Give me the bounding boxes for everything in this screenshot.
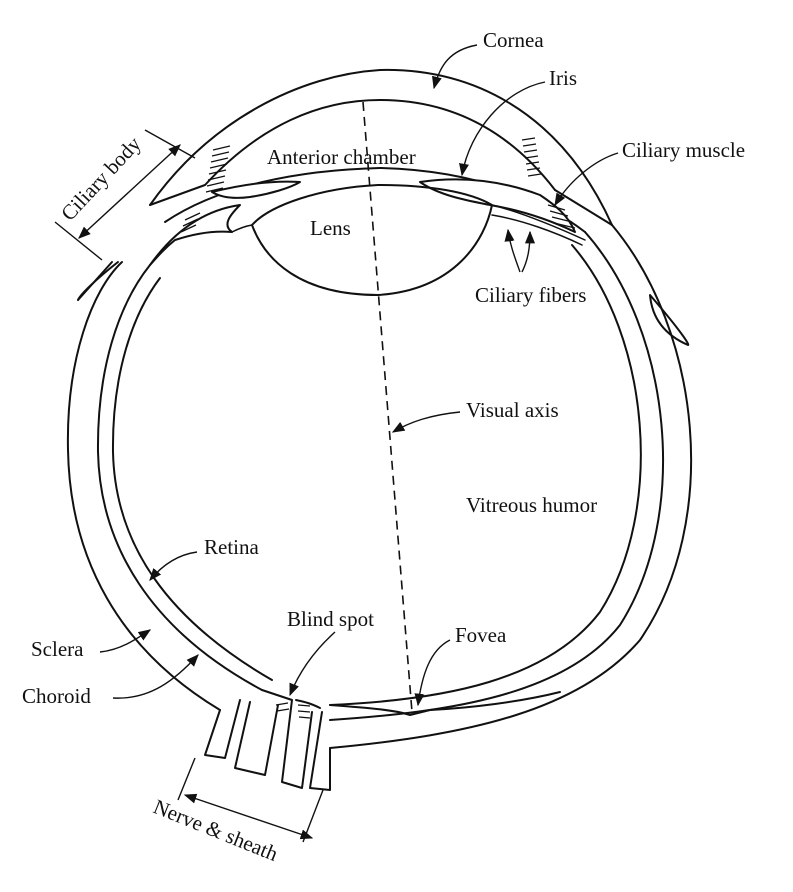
- sclera-outer-wall: [66, 68, 693, 749]
- ciliary-fibers-leader-1: [504, 228, 521, 273]
- iris-leader: [459, 81, 546, 177]
- label-sclera: Sclera: [31, 637, 84, 661]
- label-choroid: Choroid: [22, 684, 91, 708]
- label-fovea: Fovea: [455, 623, 507, 647]
- visual-axis-line: [362, 101, 413, 713]
- retina-layer: [111, 244, 642, 706]
- ciliary-body-dimension: [54, 129, 196, 261]
- retina-leader: [149, 551, 198, 581]
- label-blind-spot: Blind spot: [287, 607, 374, 631]
- fovea-leader: [414, 639, 451, 707]
- blind-spot-leader: [289, 631, 336, 697]
- label-ciliary-body: Ciliary body: [56, 131, 146, 225]
- fovea-pit: [329, 691, 561, 716]
- visual-axis-leader: [391, 411, 461, 433]
- outer-flaps: [77, 261, 690, 346]
- label-retina: Retina: [204, 535, 259, 559]
- ciliary-body-left: [149, 145, 241, 266]
- choroid-leader: [112, 654, 199, 699]
- choroid-layer: [96, 167, 665, 721]
- lens: [251, 184, 493, 296]
- nerve-sheath-dimension: [177, 757, 324, 843]
- label-cornea: Cornea: [483, 28, 544, 52]
- label-iris: Iris: [549, 66, 577, 90]
- cornea-leader: [431, 44, 478, 90]
- label-lens: Lens: [310, 216, 351, 240]
- label-vitreous-humor: Vitreous humor: [466, 493, 597, 517]
- suspensory-ligaments: [231, 204, 586, 246]
- label-ciliary-muscle: Ciliary muscle: [622, 138, 745, 162]
- iris-left: [211, 180, 301, 199]
- sclera-leader: [99, 629, 152, 653]
- label-anterior-chamber: Anterior chamber: [267, 145, 416, 169]
- ciliary-muscle-leader: [554, 152, 619, 207]
- label-ciliary-fibers: Ciliary fibers: [475, 283, 586, 307]
- ciliary-fibers-leader-2: [521, 230, 536, 273]
- optic-nerve: [204, 689, 331, 791]
- label-visual-axis: Visual axis: [466, 398, 559, 422]
